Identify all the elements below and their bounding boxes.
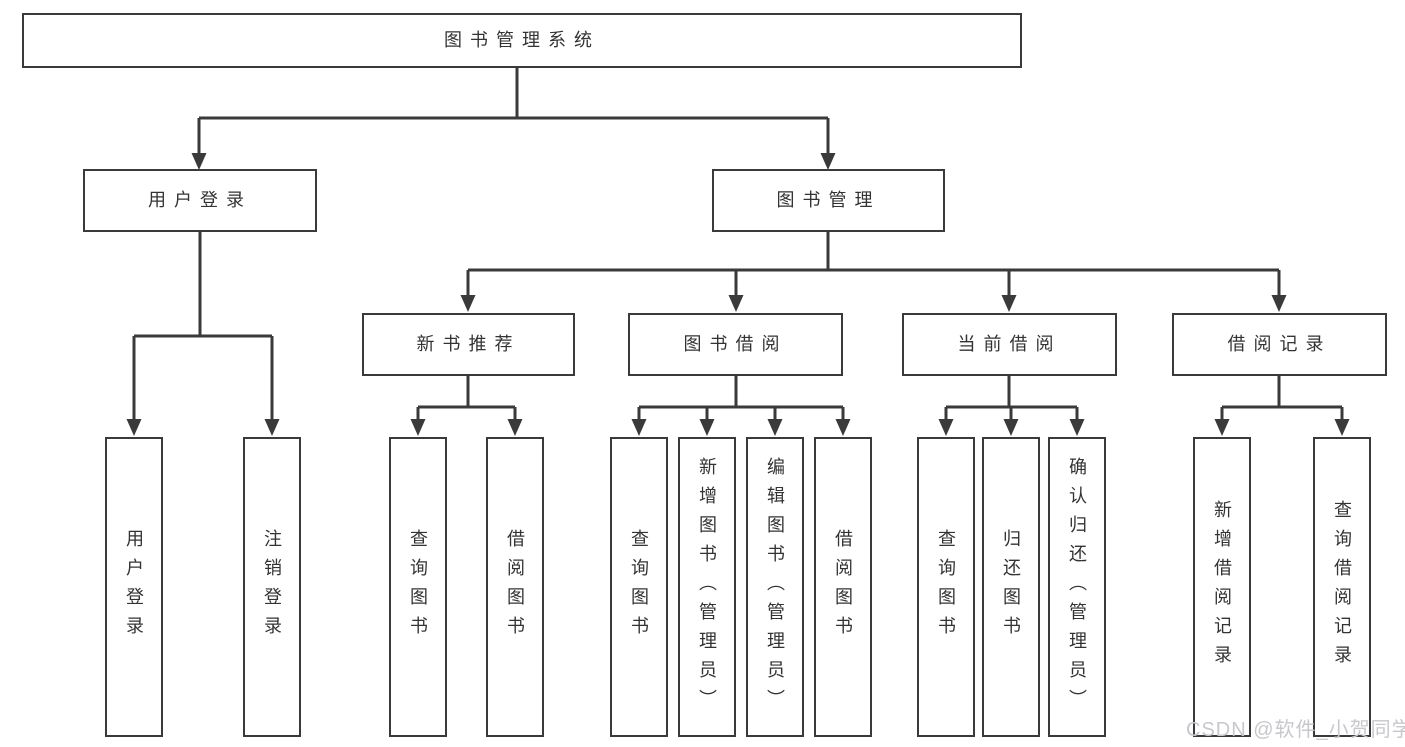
node-new-book-recommend: 新书推荐	[362, 313, 575, 376]
leaf-query-books-current: 查询图书	[917, 437, 975, 737]
node-root: 图书管理系统	[22, 13, 1022, 68]
leaf-borrow-books-recommend: 借阅图书	[486, 437, 544, 737]
watermark: CSDN @软件_小贺同学	[1186, 719, 1405, 741]
leaf-edit-book-admin: 编辑图书（管理员）	[746, 437, 804, 737]
node-book-borrowing: 图书借阅	[628, 313, 843, 376]
leaf-add-borrow-record: 新增借阅记录	[1193, 437, 1251, 737]
arrowheads	[126, 153, 1350, 436]
leaf-user-login: 用户登录	[105, 437, 163, 737]
node-borrowing-records: 借阅记录	[1172, 313, 1387, 376]
node-user-login: 用户登录	[83, 169, 317, 232]
leaf-add-book-admin: 新增图书（管理员）	[678, 437, 736, 737]
leaf-logout: 注销登录	[243, 437, 301, 737]
leaf-query-books-recommend: 查询图书	[389, 437, 447, 737]
leaf-confirm-return-admin: 确认归还（管理员）	[1048, 437, 1106, 737]
leaf-borrow-books-borrowing: 借阅图书	[814, 437, 872, 737]
node-current-borrowing: 当前借阅	[902, 313, 1117, 376]
leaf-query-books-borrowing: 查询图书	[610, 437, 668, 737]
leaf-query-borrow-record: 查询借阅记录	[1313, 437, 1371, 737]
node-book-management: 图书管理	[712, 169, 945, 232]
leaf-return-book: 归还图书	[982, 437, 1040, 737]
